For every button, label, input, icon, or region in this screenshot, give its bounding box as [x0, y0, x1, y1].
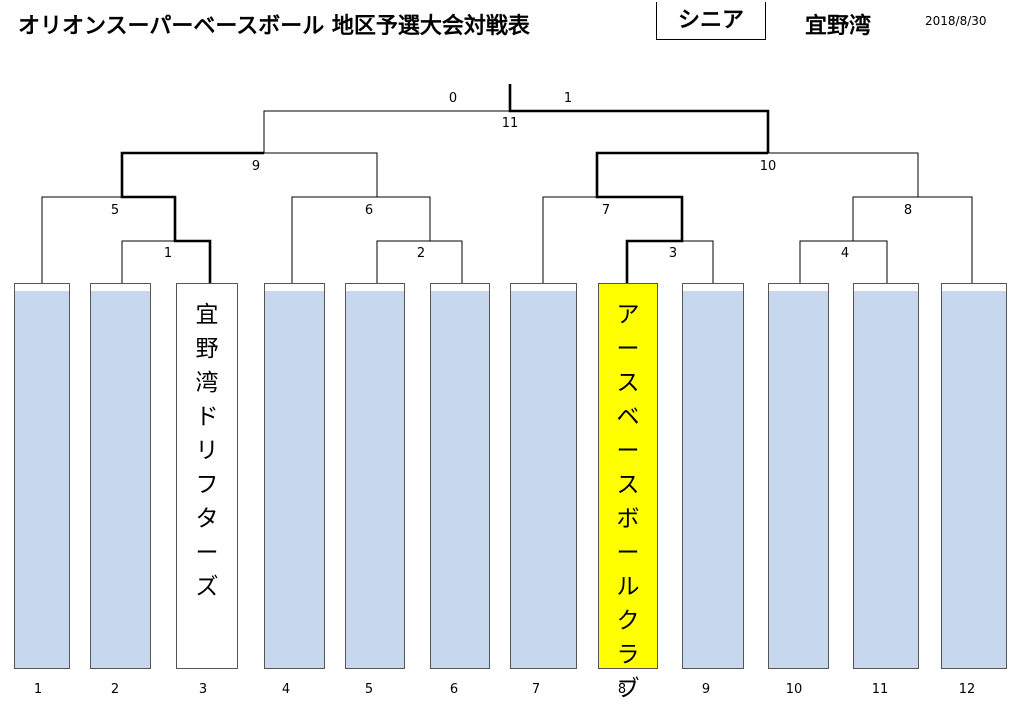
team-name-char: フ — [195, 472, 219, 498]
slot-number: 2 — [110, 682, 120, 697]
slot-number: 3 — [198, 682, 208, 697]
team-name-char: ー — [616, 336, 640, 362]
team-name-char: 湾 — [195, 370, 219, 396]
slot-number: 9 — [701, 682, 711, 697]
game-label: 7 — [601, 203, 611, 218]
game-label: 8 — [903, 203, 913, 218]
team-name-char: ス — [616, 472, 640, 498]
region-label: 宜野湾 — [805, 14, 872, 39]
team-name: アースベースボールクラブ — [599, 298, 657, 706]
game-label: 10 — [759, 159, 777, 174]
team-slot — [345, 283, 405, 669]
team-name-char: ル — [616, 574, 640, 600]
date-label: 2018/8/30 — [925, 14, 987, 28]
team-name-char: リ — [195, 438, 219, 464]
team-slot — [264, 283, 325, 669]
team-name-char: ア — [616, 302, 640, 328]
team-slot — [90, 283, 151, 669]
game-label: 6 — [364, 203, 374, 218]
game-label: 1 — [163, 246, 173, 261]
team-slot — [682, 283, 744, 669]
team-name-char: 宜 — [195, 302, 219, 328]
final-score-left: 0 — [448, 91, 458, 106]
team-slot — [853, 283, 919, 669]
team-slot — [14, 283, 70, 669]
team-name: 宜野湾ドリフターズ — [177, 298, 237, 604]
division-label: シニア — [656, 2, 766, 40]
team-slot: 宜野湾ドリフターズ — [176, 283, 238, 669]
bracket-winner-lines — [120, 84, 770, 283]
team-name-char: ス — [616, 370, 640, 396]
slot-number: 11 — [871, 682, 889, 697]
game-label: 9 — [251, 159, 261, 174]
page-title: オリオンスーパーベースボール 地区予選大会対戦表 — [18, 14, 530, 39]
team-name-char: ベ — [616, 404, 640, 430]
team-name-char: ー — [616, 438, 640, 464]
game-label: 11 — [501, 116, 519, 131]
team-name-char: ボ — [616, 506, 640, 532]
team-name-char: ブ — [616, 676, 640, 702]
final-score-right: 1 — [563, 91, 573, 106]
team-name-char: ド — [195, 404, 219, 430]
slot-number: 12 — [958, 682, 976, 697]
slot-number: 1 — [33, 682, 43, 697]
team-name-char: ー — [195, 540, 219, 566]
team-name-char: ー — [616, 540, 640, 566]
game-label: 5 — [110, 203, 120, 218]
slot-number: 8 — [617, 682, 627, 697]
team-slot — [768, 283, 829, 669]
team-slot — [430, 283, 490, 669]
team-name-char: タ — [195, 506, 219, 532]
team-slot — [510, 283, 577, 669]
team-slot: アースベースボールクラブ — [598, 283, 658, 702]
slot-number: 10 — [785, 682, 803, 697]
team-name-char: ク — [616, 608, 640, 634]
slot-number: 4 — [281, 682, 291, 697]
game-label: 4 — [840, 246, 850, 261]
game-label: 3 — [668, 246, 678, 261]
game-label: 2 — [416, 246, 426, 261]
team-name-char: ラ — [616, 642, 640, 668]
team-slot — [941, 283, 1007, 669]
bracket-thin-lines — [41, 110, 973, 283]
slot-number: 5 — [364, 682, 374, 697]
slot-number: 7 — [531, 682, 541, 697]
slot-number: 6 — [449, 682, 459, 697]
team-name-char: 野 — [195, 336, 219, 362]
team-name-char: ズ — [195, 574, 219, 600]
